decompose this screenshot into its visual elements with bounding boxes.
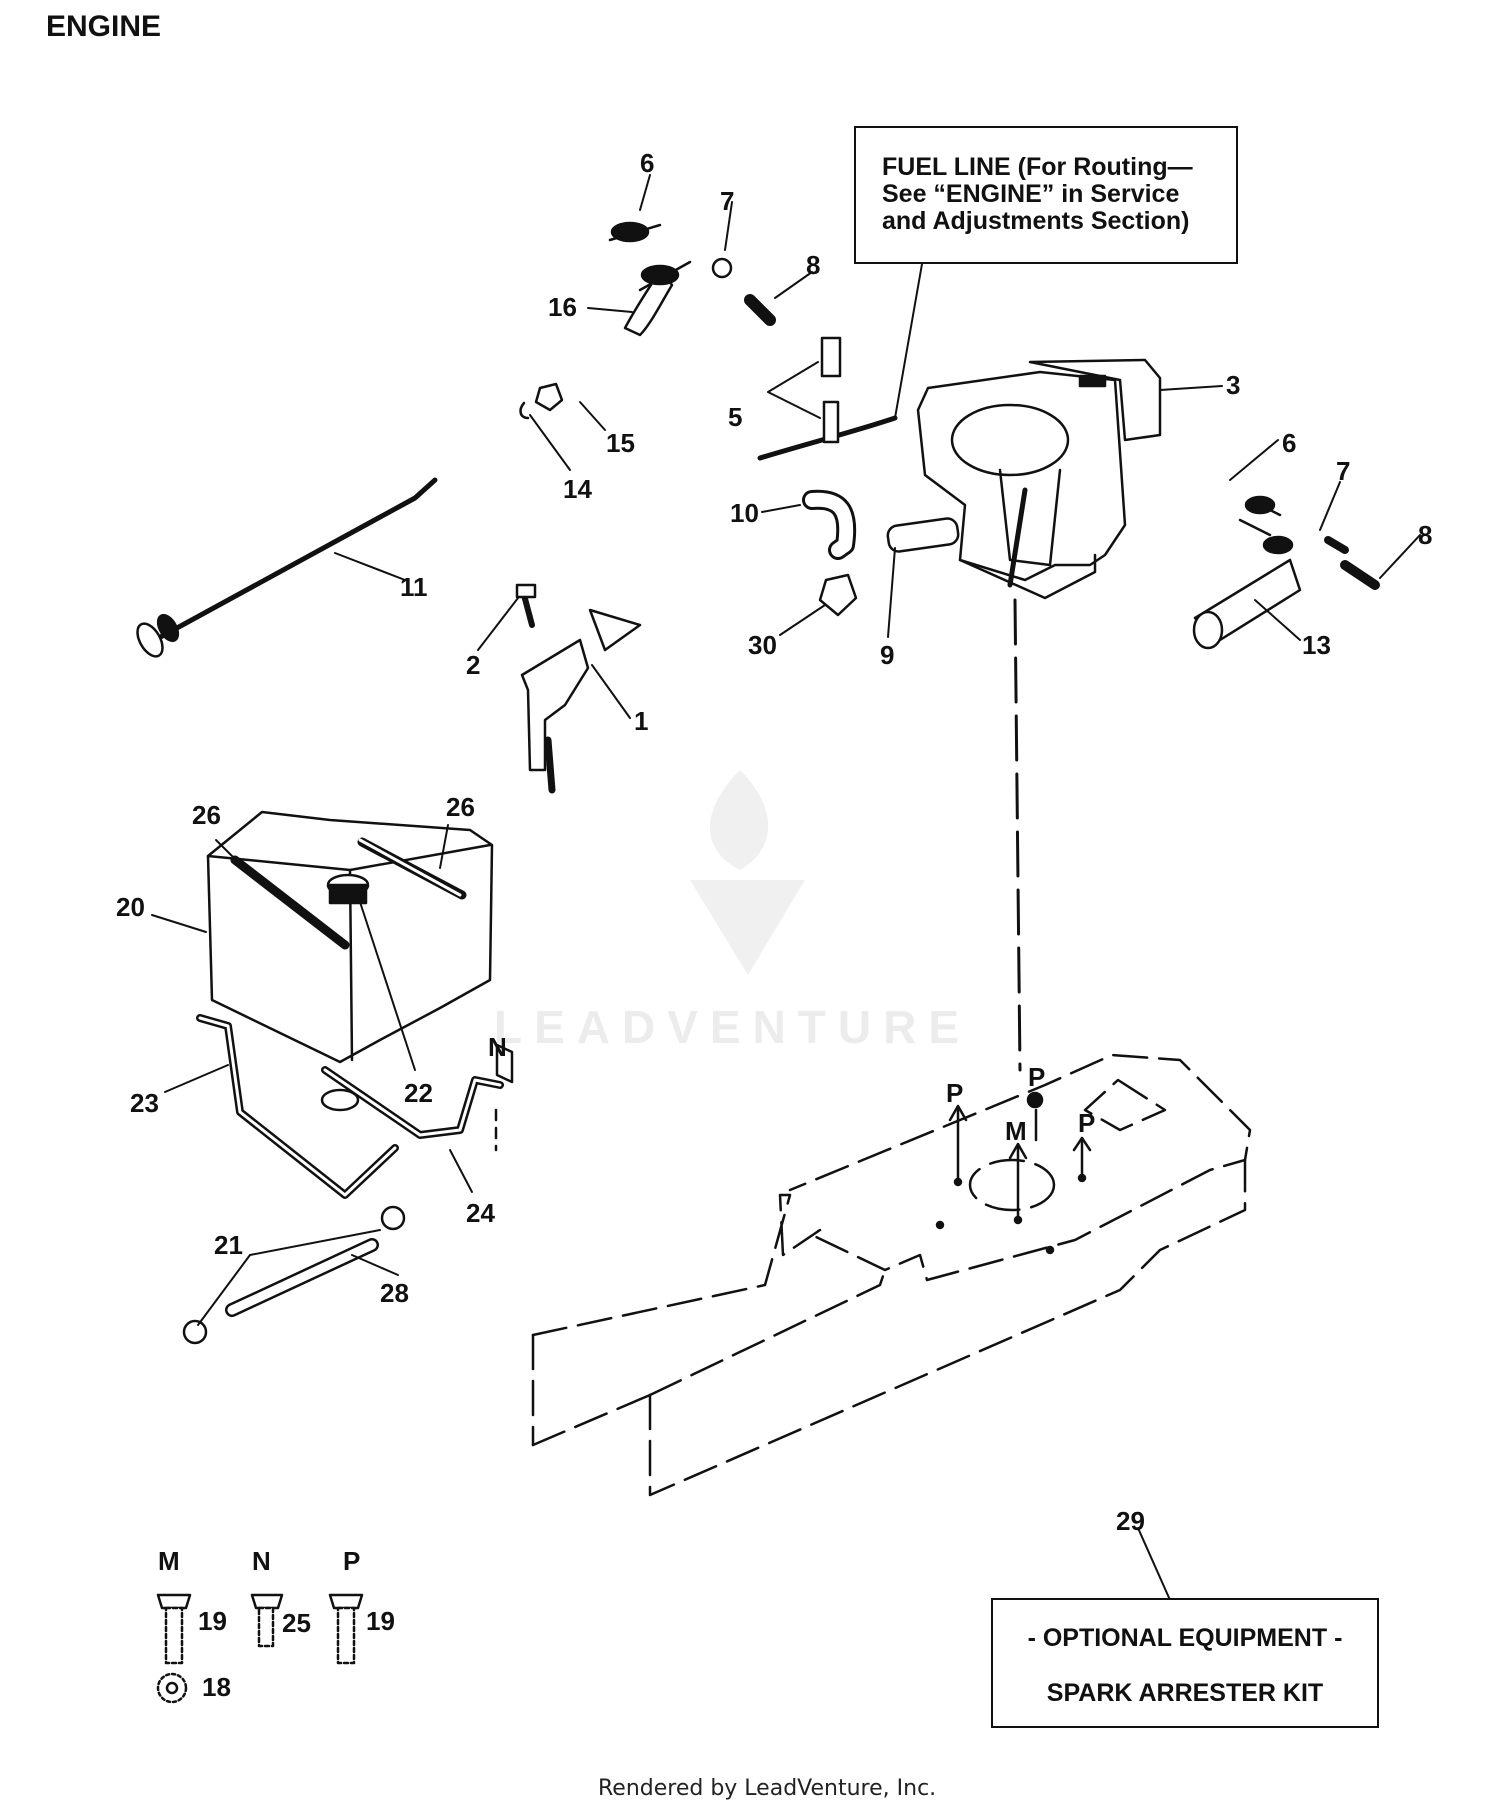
callout-m: M: [1005, 1116, 1027, 1146]
hardware-part-n: 25: [282, 1608, 311, 1638]
callout-16: 16: [548, 292, 577, 322]
callout-13: 13: [1302, 630, 1331, 660]
frame-bolts: [935, 1091, 1092, 1255]
fuel-tank: [206, 810, 494, 1064]
callout-5: 5: [728, 402, 743, 432]
callout-23: 23: [130, 1088, 159, 1118]
footer-credit: Rendered by LeadVenture, Inc.: [598, 1776, 937, 1801]
leader-lines: [151, 174, 1421, 1601]
watermark-text: LEADVENTURE: [494, 1001, 972, 1053]
page-title: ENGINE: [46, 10, 162, 43]
callout-6-right: 6: [1282, 428, 1297, 458]
hardware-letter-m: M: [158, 1546, 180, 1576]
muffler-right: [1192, 495, 1380, 650]
callout-p-left: P: [946, 1078, 964, 1108]
callout-26-right: 26: [446, 792, 475, 822]
callout-8-right: 8: [1418, 520, 1433, 550]
callout-30: 30: [748, 630, 777, 660]
tank-straps: [196, 1014, 514, 1199]
callout-p-right: P: [1078, 1108, 1096, 1138]
fuel-line-note-line1: FUEL LINE (For Routing—: [882, 153, 1193, 181]
callout-7: 7: [720, 186, 735, 216]
tractor-frame: [531, 1053, 1252, 1497]
engine-block: [916, 358, 1162, 600]
hardware-letter-p: P: [343, 1546, 361, 1576]
callout-8: 8: [806, 250, 821, 280]
callout-9: 9: [880, 640, 895, 670]
fuel-line-note-line3: and Adjustments Section): [882, 207, 1190, 235]
washer-part-label: 18: [202, 1672, 231, 1702]
hardware-bolts: [156, 1593, 364, 1704]
callout-28: 28: [380, 1278, 409, 1308]
callout-2: 2: [466, 650, 481, 680]
hardware-part-m: 19: [198, 1606, 227, 1636]
watermark-logo: [690, 770, 805, 975]
fuel-line-note-line2: See “ENGINE” in Service: [882, 180, 1180, 208]
callout-7-right: 7: [1336, 456, 1351, 486]
callout-22: 22: [404, 1078, 433, 1108]
callout-p-top: P: [1028, 1062, 1046, 1092]
hardware-letter-n: N: [252, 1546, 271, 1576]
callout-21: 21: [214, 1230, 243, 1260]
callout-n: N: [488, 1032, 507, 1062]
callout-1: 1: [634, 706, 649, 736]
callout-6: 6: [640, 148, 655, 178]
callout-24: 24: [466, 1198, 495, 1228]
callout-29: 29: [1116, 1506, 1145, 1536]
callout-11: 11: [400, 572, 428, 602]
optional-equipment-line1: - OPTIONAL EQUIPMENT -: [1027, 1624, 1343, 1652]
throttle-bracket: [515, 583, 642, 794]
hardware-part-p: 19: [366, 1606, 395, 1636]
optional-equipment-line2: SPARK ARRESTER KIT: [1046, 1679, 1324, 1707]
callout-15: 15: [606, 428, 635, 458]
fuel-line-note-box: FUEL LINE (For Routing— See “ENGINE” in …: [854, 126, 1238, 264]
optional-equipment-box: - OPTIONAL EQUIPMENT - SPARK ARRESTER KI…: [991, 1598, 1379, 1728]
callout-10: 10: [730, 498, 759, 528]
callout-3: 3: [1226, 370, 1241, 400]
dipstick: [136, 477, 438, 658]
clamps: [767, 336, 842, 444]
callout-14: 14: [563, 474, 592, 504]
muffler-top: [608, 221, 776, 337]
callout-26-left: 26: [192, 800, 221, 830]
callout-20: 20: [116, 892, 145, 922]
